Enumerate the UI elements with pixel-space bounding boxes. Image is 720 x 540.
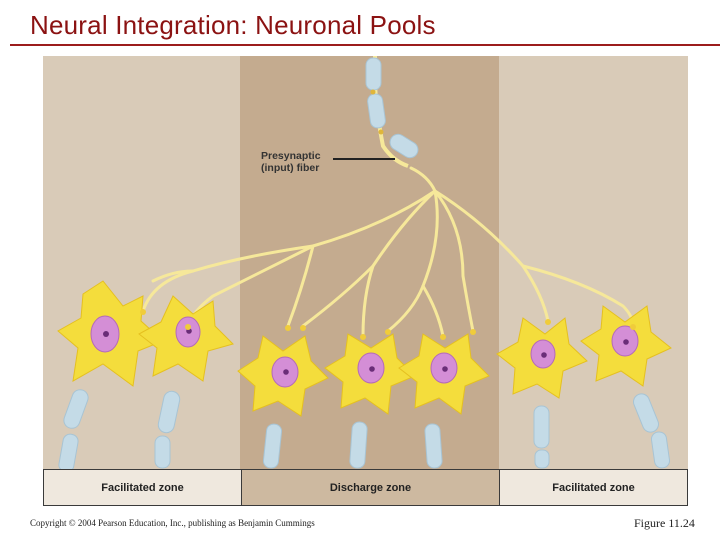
neuron: [496, 317, 588, 469]
myelin-sheath: [650, 431, 671, 469]
zone-label-facilitated-right: Facilitated zone: [500, 470, 687, 505]
myelin-sheath: [424, 423, 443, 469]
myelin-sheath: [365, 57, 382, 91]
neuronal-pool-diagram: [43, 56, 688, 473]
myelin-sheath: [63, 389, 89, 429]
myelin-sheath: [154, 435, 171, 469]
synaptic-knobs: [140, 309, 636, 340]
neuron: [580, 305, 672, 469]
right-zone-background: [499, 56, 688, 469]
neuron: [237, 335, 329, 469]
neuron: [138, 295, 234, 469]
callout-line-2: (input) fiber: [261, 162, 320, 174]
presynaptic-fiber-label: Presynaptic (input) fiber: [261, 150, 351, 174]
zone-label-facilitated-left: Facilitated zone: [44, 470, 241, 505]
presynaptic-fiber: [365, 56, 419, 168]
myelin-sheath: [389, 133, 419, 159]
slide-title: Neural Integration: Neuronal Pools: [30, 10, 436, 40]
axon-branches: [141, 166, 635, 338]
title-underline: [10, 44, 720, 46]
neuron: [57, 280, 164, 473]
figure-number: Figure 11.24: [634, 516, 695, 530]
neuron: [398, 333, 490, 469]
myelin-sheath: [157, 390, 181, 434]
zone-legend-bar: Facilitated zone Discharge zone Facilita…: [43, 469, 688, 506]
callout-line-1: Presynaptic: [261, 150, 321, 162]
myelin-sheath: [533, 405, 550, 449]
myelin-sheath: [633, 393, 659, 433]
neuronal-pool-figure: Presynaptic (input) fiber Facilitated zo…: [43, 56, 688, 506]
copyright-text: Copyright © 2004 Pearson Education, Inc.…: [30, 518, 315, 528]
myelin-sheath: [534, 449, 550, 469]
myelin-sheath: [262, 423, 283, 469]
myelin-sheath: [349, 421, 368, 469]
neuron: [324, 333, 416, 469]
zone-label-discharge: Discharge zone: [241, 470, 500, 505]
